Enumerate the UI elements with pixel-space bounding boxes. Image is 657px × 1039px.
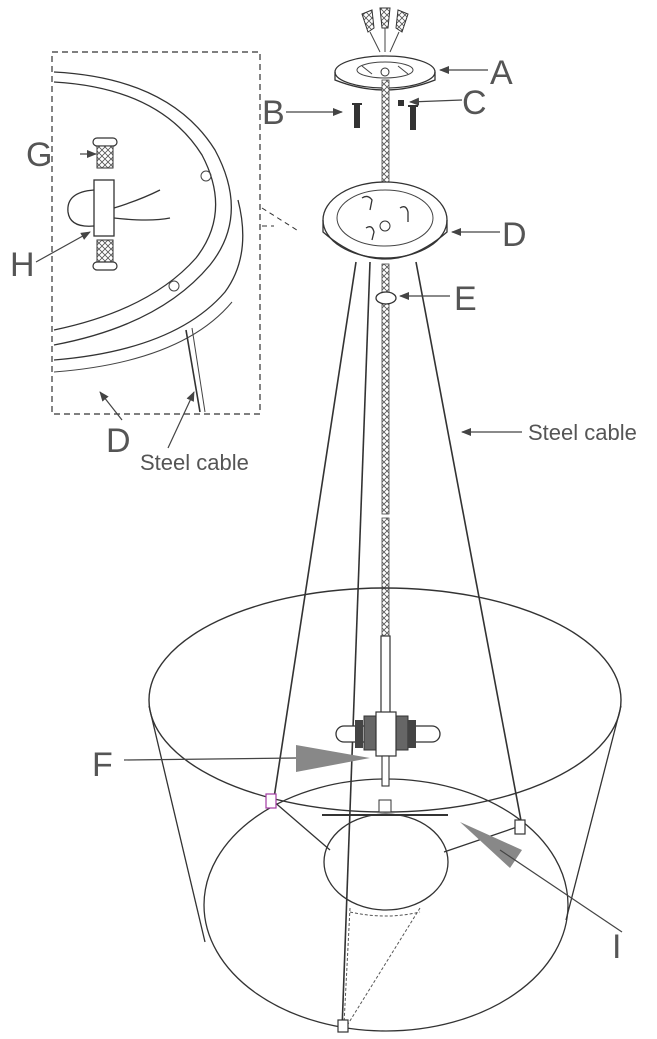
steel-cable-left [273, 261, 357, 799]
inset-canopy-rim-inner [53, 81, 217, 331]
pointer-steel-inset [167, 391, 195, 449]
inset-steel-cable-2 [191, 327, 206, 413]
screw-b-left [352, 103, 362, 128]
pointer-d-inset [99, 391, 123, 421]
clip-right [514, 819, 526, 835]
cable-gripper-h [67, 179, 171, 237]
inset-canopy-rim-lower [53, 199, 244, 361]
inset-detail [35, 51, 301, 449]
nut-c [398, 100, 404, 106]
inset-hole-upper [200, 170, 212, 182]
label-i: I [612, 928, 621, 966]
inset-hole-lower [168, 280, 180, 292]
label-d-inset: D [106, 422, 131, 460]
label-a: A [490, 54, 513, 92]
arrow-f-head [296, 745, 370, 772]
inset-frame [51, 51, 261, 415]
wire-nuts [361, 7, 409, 53]
chain-lower [381, 263, 390, 515]
nipple [378, 799, 392, 813]
pointer-f [123, 757, 297, 761]
lower-stem [381, 755, 390, 787]
label-steel-cable-main: Steel cable [528, 420, 637, 445]
stem-tube [380, 635, 391, 721]
inset-steel-cable [185, 329, 201, 413]
label-g: G [26, 136, 52, 174]
inset-canopy-rim-lower2 [53, 301, 233, 373]
steel-cable-right [415, 261, 523, 827]
clip-bottom [337, 1019, 349, 1033]
screw-b-right [408, 105, 418, 130]
chain-lower-2 [381, 517, 390, 637]
label-b: B [262, 94, 285, 132]
pointer-c [409, 97, 463, 106]
label-h: H [10, 246, 35, 284]
canopy-d [322, 181, 448, 260]
label-f: F [92, 746, 113, 784]
clip-left [265, 793, 277, 809]
label-d: D [502, 216, 527, 254]
pointer-h [35, 231, 91, 263]
steel-cable-back [341, 261, 371, 1031]
inset-callout-line [261, 207, 301, 233]
screw-lower [92, 239, 118, 271]
lamp-shade [148, 587, 622, 1032]
collar-e [375, 291, 397, 305]
label-c: C [462, 84, 487, 122]
arrow-i-head [460, 822, 522, 868]
socket-cluster [335, 711, 441, 757]
inset-canopy-rim-outer [53, 71, 232, 346]
label-steel-cable-inset: Steel cable [140, 450, 249, 475]
screw-g [92, 137, 118, 169]
label-e: E [454, 280, 477, 318]
pointer-i [499, 849, 623, 933]
